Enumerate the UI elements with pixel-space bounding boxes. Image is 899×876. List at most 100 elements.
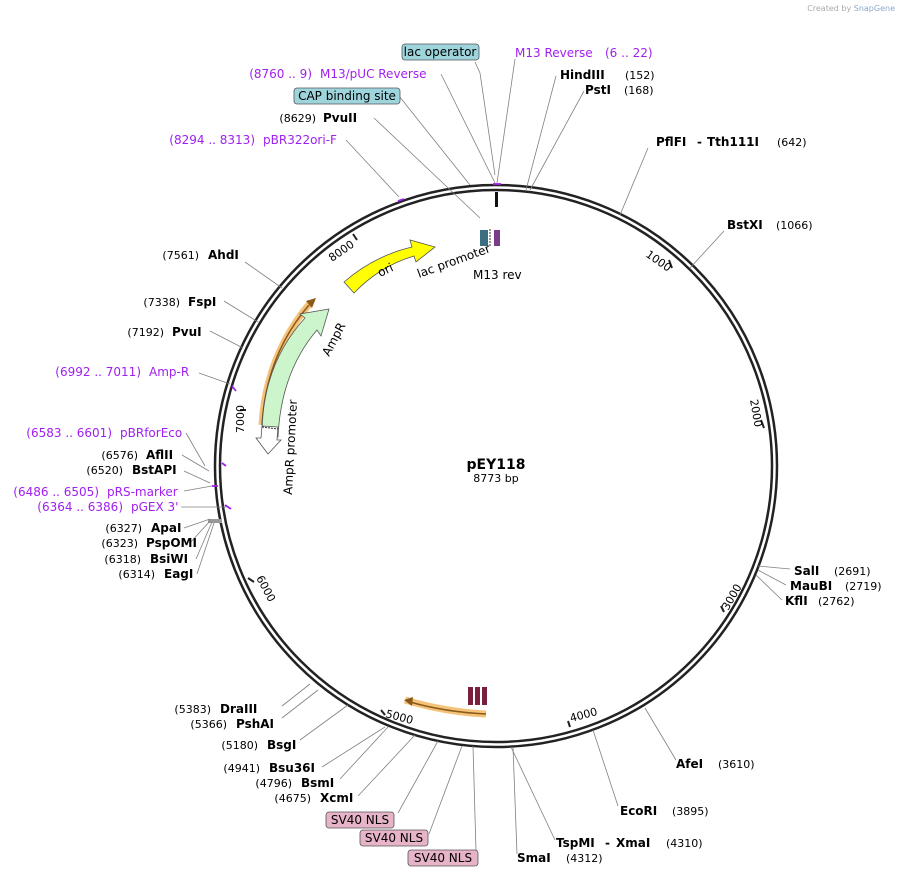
enzyme-bsiwi-pos: (6318) [104, 553, 141, 566]
enzyme-bsu36i-name[interactable]: Bsu36I [269, 761, 315, 775]
tick-4000: 4000 [568, 705, 598, 725]
sv40-orf-line [409, 701, 487, 715]
enzyme-bsgi-pos: (5180) [221, 739, 258, 752]
primer-prs-marker-range: (6486 .. 6505) [13, 485, 99, 499]
plasmid-name: pEY118 [467, 457, 526, 473]
enzyme-psti-pos: (168) [624, 84, 654, 97]
enzyme-ahdi-pos: (7561) [162, 249, 199, 262]
tick-8000: 8000 [326, 238, 356, 265]
lac-operator-box[interactable] [401, 43, 480, 61]
enzyme-smai-name[interactable]: SmaI [517, 851, 551, 865]
sv40-orf-head [404, 697, 413, 706]
tick-6000: 6000 [253, 573, 278, 604]
enzyme-bstapi-pos: (6520) [86, 464, 123, 477]
primer-ampr-range: (6992 .. 7011) [55, 365, 141, 379]
enzyme-aflii-name[interactable]: AflII [146, 448, 173, 462]
primer-pbrforeco-range: (6583 .. 6601) [26, 426, 112, 440]
enzyme-maubi-pos: (2719) [845, 580, 882, 593]
enzyme-bsmi-name[interactable]: BsmI [301, 776, 334, 790]
sv40-nls-box-3[interactable] [407, 849, 479, 867]
enzyme-tth111i-name[interactable]: Tth111I [707, 135, 759, 149]
snapgene-credit: Created by SnapGene [807, 4, 895, 13]
ori-label: ori [375, 260, 395, 279]
enzyme-pspomi-name[interactable]: PspOMI [146, 536, 197, 550]
sv40-nls-label-2: SV40 NLS [365, 831, 423, 845]
m13-rev-label: M13 rev [473, 268, 522, 282]
sv40-nls-box-1[interactable] [325, 811, 395, 829]
sv40-nls-label-1: SV40 NLS [331, 813, 389, 827]
enzyme-maubi-name[interactable]: MauBI [790, 579, 832, 593]
ampr-promoter-boundary [261, 426, 279, 430]
primer-ampr-name[interactable]: Amp-R [149, 365, 189, 379]
enzyme-psti-name[interactable]: PstI [585, 83, 611, 97]
primer-m13puc-reverse-range: (8760 .. 9) [249, 67, 312, 81]
enzyme-xcmi-name[interactable]: XcmI [320, 791, 353, 805]
backbone-outer [213, 183, 779, 749]
ampr-promoter-arrow[interactable] [255, 425, 282, 455]
enzyme-aflii-pos: (6576) [101, 449, 138, 462]
enzyme-pvuii-name[interactable]: PvuII [323, 111, 357, 125]
tick-marks [240, 233, 765, 728]
enzyme-bsmi-pos: (4796) [255, 777, 292, 790]
primer-pgex3-name[interactable]: pGEX 3' [131, 500, 178, 514]
enzyme-pspomi-pos: (6323) [101, 537, 138, 550]
enzyme-bsiwi-name[interactable]: BsiWI [150, 552, 188, 566]
enzyme-pvui-name[interactable]: PvuI [172, 325, 202, 339]
enzyme-pflfi-name[interactable]: PflFI [656, 135, 686, 149]
enzyme-pvui-pos: (7192) [127, 326, 164, 339]
primer-prs-marker-name[interactable]: pRS-marker [107, 485, 178, 499]
primer-pbrforeco-name[interactable]: pBRforEco [120, 426, 182, 440]
enzyme-ecori-name[interactable]: EcoRI [620, 804, 657, 818]
ampr-arrow[interactable] [261, 308, 330, 438]
lac-promoter-mark [480, 230, 488, 246]
enzyme-sali-name[interactable]: SalI [794, 564, 819, 578]
enzyme-fspi-name[interactable]: FspI [188, 295, 216, 309]
enzyme-draiii-name[interactable]: DraIII [220, 702, 257, 716]
enzyme-bstapi-name[interactable]: BstAPI [132, 463, 177, 477]
primer-pbr322ori-range: (8294 .. 8313) [169, 133, 255, 147]
enzyme-bsgi-name[interactable]: BsgI [267, 738, 296, 752]
enzyme-tspmi-name[interactable]: TspMI [556, 836, 595, 850]
enzyme-kfli-name[interactable]: KflI [785, 594, 808, 608]
enzyme-tspmi-sep: - [605, 836, 610, 850]
enzyme-smai-pos: (4312) [566, 852, 603, 865]
enzyme-afei-name[interactable]: AfeI [676, 757, 703, 771]
primer-marks [212, 183, 501, 510]
primer-m13puc-reverse-name[interactable]: M13/pUC Reverse [320, 67, 427, 81]
primer-m13-reverse-name[interactable]: M13 Reverse [515, 46, 593, 60]
enzyme-afei-pos: (3610) [718, 758, 755, 771]
enzyme-bstxi-pos: (1066) [776, 219, 813, 232]
primer-m13-reverse-range: (6 .. 22) [605, 46, 653, 60]
enzyme-xcmi-pos: (4675) [274, 792, 311, 805]
leader-lines [181, 58, 791, 855]
tick-7000: 7000 [234, 405, 247, 433]
enzyme-hindiii-name[interactable]: HindIII [560, 68, 605, 82]
enzyme-bstxi-name[interactable]: BstXI [727, 218, 763, 232]
ori-arrow[interactable] [343, 239, 436, 294]
enzyme-apai-pos: (6327) [105, 522, 142, 535]
snapgene-logo: SnapGene [853, 4, 895, 13]
enzyme-bsu36i-pos: (4941) [223, 762, 260, 775]
plasmid-size: 8773 bp [473, 472, 518, 485]
enzyme-draiii-pos: (5383) [174, 703, 211, 716]
enzyme-pshai-name[interactable]: PshAI [236, 717, 274, 731]
enzyme-apai-name[interactable]: ApaI [151, 521, 181, 535]
sv40-nls-label-3: SV40 NLS [414, 851, 472, 865]
enzyme-hindiii-pos: (152) [625, 69, 655, 82]
backbone-inner [218, 188, 774, 744]
enzyme-eagi-name[interactable]: EagI [164, 567, 193, 581]
primer-pgex3-range: (6364 .. 6386) [37, 500, 123, 514]
tick-2000: 2000 [747, 398, 765, 428]
enzyme-ecori-pos: (3895) [672, 805, 709, 818]
ecori-pgex-site-mark [208, 519, 222, 523]
cap-site-box[interactable] [293, 87, 401, 105]
enzyme-kfli-pos: (2762) [818, 595, 855, 608]
cap-site-label: CAP binding site [298, 89, 396, 103]
primer-pbr322ori-name[interactable]: pBR322ori-F [263, 133, 337, 147]
enzyme-pflfi-sep: - [697, 135, 702, 149]
sv40-nls-box-2[interactable] [359, 829, 429, 847]
enzyme-ahdi-name[interactable]: AhdI [208, 248, 239, 262]
enzyme-pvuii-pos: (8629) [279, 112, 316, 125]
enzyme-xmai-name[interactable]: XmaI [616, 836, 650, 850]
